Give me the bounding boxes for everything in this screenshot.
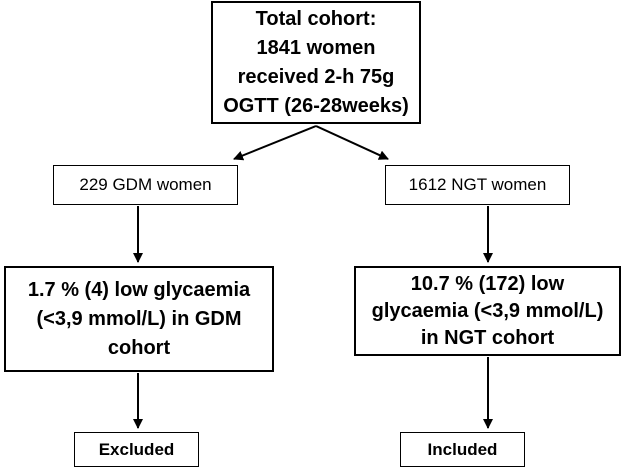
total-cohort-line-2: 1841 women xyxy=(256,36,376,59)
gdm-low-line-2: (<3,9 mmol/L) in GDM xyxy=(36,307,242,330)
total-cohort-line-4: OGTT (26-28weeks) xyxy=(223,94,409,117)
ngt-group-label: 1612 NGT women xyxy=(408,175,547,194)
excluded-label: Excluded xyxy=(98,439,175,459)
total-cohort-line-1: Total cohort: xyxy=(255,7,377,30)
arrow-total-to-gdm xyxy=(233,125,317,161)
included-box: Included xyxy=(400,432,525,467)
ngt-low-line-3: in NGT cohort xyxy=(420,326,555,349)
total-cohort-line-3: received 2-h 75g xyxy=(237,65,395,88)
gdm-low-glycaemia-box: 1.7 % (4) low glycaemia (<3,9 mmol/L) in… xyxy=(4,266,274,372)
arrow-total-to-ngt xyxy=(315,125,389,160)
gdm-group-box: 229 GDM women xyxy=(53,165,238,205)
gdm-low-line-1: 1.7 % (4) low glycaemia xyxy=(27,278,251,301)
gdm-group-label: 229 GDM women xyxy=(79,175,212,194)
ngt-low-glycaemia-box: 10.7 % (172) low glycaemia (<3,9 mmol/L)… xyxy=(354,266,621,356)
total-cohort-box: Total cohort: 1841 women received 2-h 75… xyxy=(211,1,421,124)
excluded-box: Excluded xyxy=(74,432,199,467)
ngt-low-line-2: glycaemia (<3,9 mmol/L) xyxy=(371,299,604,322)
gdm-low-line-3: cohort xyxy=(107,336,171,359)
ngt-group-box: 1612 NGT women xyxy=(385,165,570,205)
ngt-low-line-1: 10.7 % (172) low xyxy=(410,272,565,295)
included-label: Included xyxy=(427,439,498,459)
